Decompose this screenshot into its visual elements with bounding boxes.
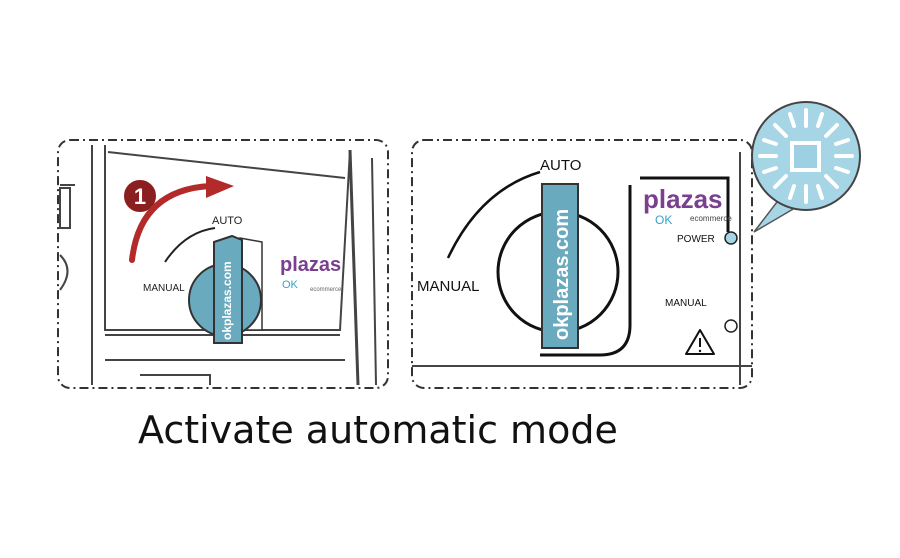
- left-logo: plazas OK ecommerce: [280, 254, 342, 293]
- manual-led: [724, 319, 738, 333]
- svg-text:1: 1: [134, 184, 146, 209]
- right-auto-label: AUTO: [540, 157, 581, 174]
- svg-text:OK: OK: [282, 279, 299, 291]
- right-panel: AUTO MANUAL okplazas.com plazas OK ecomm…: [411, 101, 861, 389]
- power-led: [724, 231, 738, 245]
- left-auto-label: AUTO: [212, 215, 243, 227]
- left-panel-frame: [57, 139, 389, 389]
- svg-text:ecommerce: ecommerce: [310, 287, 342, 293]
- manual-led-label: MANUAL: [665, 298, 707, 309]
- rotate-arrow-icon: [129, 183, 213, 263]
- warning-triangle-icon: [685, 329, 715, 355]
- right-manual-label: MANUAL: [417, 278, 480, 295]
- left-rotary-knob[interactable]: okplazas.com: [188, 234, 263, 344]
- svg-text:plazas: plazas: [280, 254, 341, 276]
- svg-text:plazas: plazas: [643, 184, 723, 214]
- svg-text:OK: OK: [655, 213, 672, 227]
- arrow-head-icon: [206, 176, 234, 198]
- left-panel: 1 AUTO MANUAL okplazas.com plazas OK eco…: [57, 139, 389, 389]
- right-logo: plazas OK ecommerce: [643, 184, 732, 227]
- power-zoom-bubble: [751, 101, 861, 233]
- svg-text:ecommerce: ecommerce: [690, 214, 732, 223]
- right-rotary-knob[interactable]: okplazas.com: [496, 183, 620, 349]
- right-panel-frame: [411, 139, 753, 389]
- right-knob-text: okplazas.com: [551, 209, 573, 340]
- step-badge: 1: [122, 178, 158, 214]
- left-manual-label: MANUAL: [143, 283, 185, 294]
- caption: Activate automatic mode: [138, 408, 618, 452]
- light-burst-icon: [758, 108, 854, 204]
- left-knob-text: okplazas.com: [220, 261, 234, 340]
- power-label: POWER: [677, 234, 715, 245]
